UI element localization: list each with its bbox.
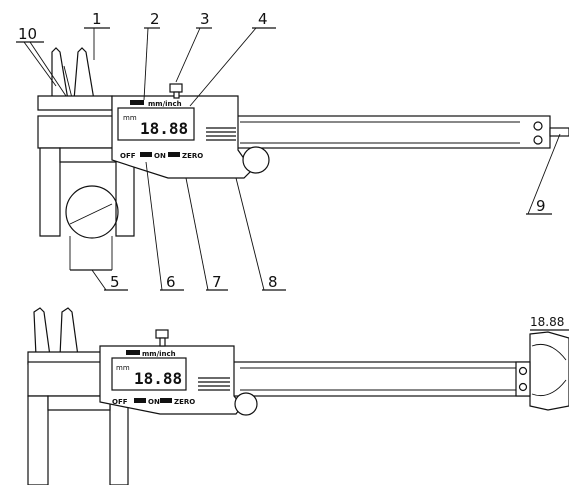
callout-5: 5 — [110, 273, 120, 291]
on-label: ON — [154, 152, 166, 160]
caliper-top-figure — [37, 47, 569, 271]
callout-6: 6 — [166, 273, 176, 291]
zero-label: ZERO — [182, 152, 203, 160]
on-label-bottom: ON — [148, 398, 160, 406]
thumb-wheel-bottom — [234, 392, 258, 416]
callout-3: 3 — [200, 10, 210, 28]
lcd-window — [117, 107, 195, 141]
lcd-reading: 18.88 — [140, 119, 188, 138]
grip-ribs — [206, 127, 236, 141]
outside-jaws-top — [39, 147, 135, 237]
depth-end-detail — [529, 331, 569, 411]
zero-label-bottom: ZERO — [174, 398, 195, 406]
on-off-button — [140, 152, 152, 157]
caliper-bottom-figure — [27, 307, 569, 485]
callout-2: 2 — [150, 10, 160, 28]
off-label: OFF — [120, 152, 136, 160]
workpiece — [65, 185, 119, 239]
callout-10: 10 — [18, 25, 37, 43]
locking-screw — [169, 83, 183, 99]
inside-jaws-top — [51, 47, 95, 101]
callout-7: 7 — [212, 273, 222, 291]
callout-1: 1 — [92, 10, 102, 28]
callout-leaders — [16, 27, 561, 291]
thumb-wheel — [242, 146, 270, 174]
end-screw-2 — [533, 135, 543, 145]
callout-4: 4 — [258, 10, 268, 28]
callout-8: 8 — [268, 273, 278, 291]
depth-reading-label: 18.88 — [530, 315, 564, 329]
unit-button-label-bottom: mm/inch — [142, 350, 176, 358]
unit-button-label: mm/inch — [148, 100, 182, 108]
frame-head — [37, 95, 113, 111]
lcd-reading-bottom: 18.88 — [134, 369, 182, 388]
lcd-unit: mm — [123, 114, 137, 122]
unit-button — [130, 100, 144, 105]
lcd-window-bottom — [111, 357, 187, 391]
callout-9: 9 — [536, 197, 546, 215]
end-screw-1 — [533, 121, 543, 131]
zero-button — [168, 152, 180, 157]
lcd-unit-bottom: mm — [116, 364, 130, 372]
off-label-bottom: OFF — [112, 398, 128, 406]
